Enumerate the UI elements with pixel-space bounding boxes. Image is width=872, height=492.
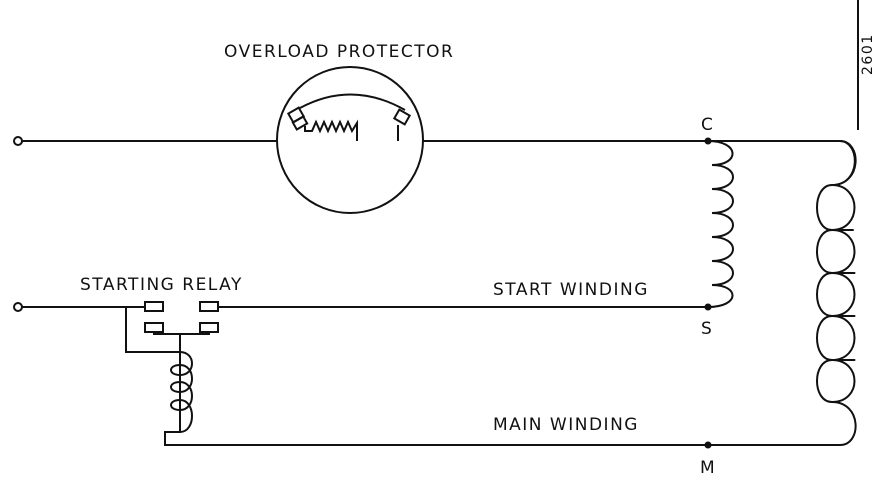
terminal-c-label: C: [701, 115, 714, 135]
terminal-c-dot: [704, 137, 712, 145]
terminal-s-dot: [704, 303, 712, 311]
overload-protector: [276, 66, 424, 214]
terminal-m-dot: [704, 441, 712, 449]
start-winding-label: START WINDING: [493, 280, 649, 300]
start-winding-coil: [707, 140, 734, 308]
terminal-m-label: M: [700, 458, 716, 478]
supply-terminal-top: [13, 136, 23, 146]
starting-relay: [125, 301, 840, 446]
supply-terminal-bottom: [13, 302, 23, 312]
figure-number: 2601: [860, 33, 872, 75]
overload-protector-label: OVERLOAD PROTECTOR: [224, 42, 454, 62]
main-winding-label: MAIN WINDING: [493, 415, 639, 435]
terminal-s-label: S: [701, 319, 713, 339]
main-winding-loops: [831, 140, 857, 403]
main-winding-coil: [816, 140, 857, 446]
starting-relay-label: STARTING RELAY: [80, 275, 243, 295]
